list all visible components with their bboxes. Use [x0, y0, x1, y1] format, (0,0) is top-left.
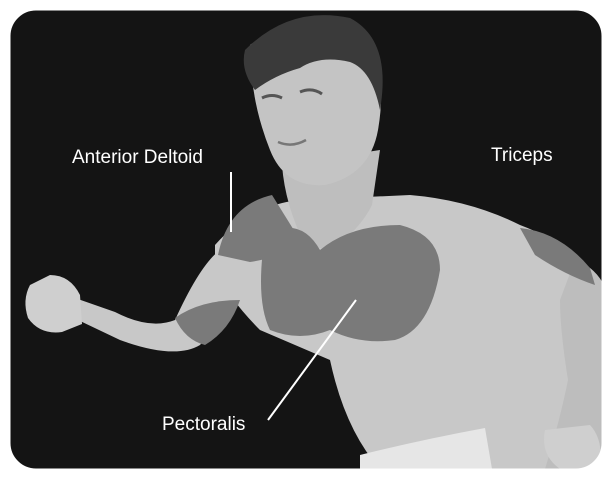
right-fist — [544, 425, 601, 469]
pectoralis-label: Pectoralis — [162, 414, 245, 436]
left-fist — [25, 275, 82, 332]
anterior-deltoid-label: Anterior Deltoid — [72, 147, 203, 169]
pectoralis-muscle — [261, 225, 440, 341]
triceps-label: Triceps — [491, 145, 553, 167]
